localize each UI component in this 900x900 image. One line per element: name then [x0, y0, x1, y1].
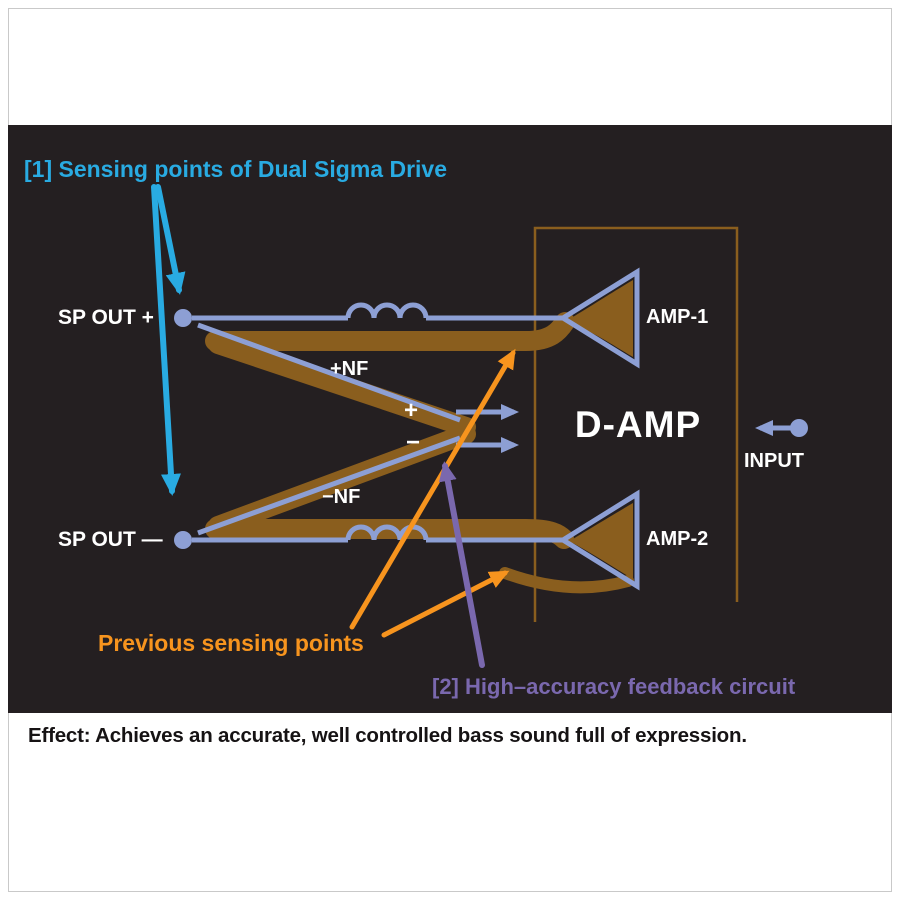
sensing-points-title: [1] Sensing points of Dual Sigma Drive	[24, 156, 448, 182]
minus-sign-label: −	[406, 429, 421, 456]
amp2-label: AMP-2	[646, 528, 709, 550]
input-dot	[790, 419, 808, 437]
amp1-label: AMP-1	[646, 306, 709, 328]
plus-sign-label: +	[404, 397, 419, 424]
d-amp-label: D-AMP	[574, 404, 702, 445]
inductor-coil-top	[345, 302, 429, 319]
previous-point-arrows	[349, 348, 516, 638]
sensing-arrow-top	[155, 184, 186, 295]
previous-bottom-band	[205, 519, 574, 549]
nf-plus-label: +NF	[330, 358, 369, 380]
nf-minus-label: −NF	[322, 486, 361, 508]
sp-out-minus-dot	[174, 531, 192, 549]
sp-out-minus-label: SP OUT —	[58, 528, 163, 551]
diagram-panel: [1] Sensing points of Dual Sigma Drive S…	[8, 125, 892, 713]
terminal-dots	[174, 309, 808, 549]
sensing-arrow-bottom	[151, 184, 181, 496]
amp1-output-swoosh	[567, 280, 633, 357]
previous-upper-diagonal	[208, 334, 476, 437]
feedback-circuit-box	[533, 226, 739, 622]
amp2-triangle	[558, 489, 640, 591]
previous-arrow-bottom	[381, 570, 510, 638]
feedback-circuit-label: [2] High–accuracy feedback circuit	[432, 674, 796, 699]
sensing-point-arrows	[151, 184, 186, 496]
previous-sensing-label: Previous sensing points	[98, 630, 364, 656]
effect-caption: Effect: Achieves an accurate, well contr…	[28, 724, 747, 747]
previous-top-band	[205, 312, 575, 351]
circuit-diagram	[151, 184, 808, 668]
nf-plus-wire	[197, 322, 461, 423]
input-label: INPUT	[744, 450, 804, 472]
amp2-output-swoosh	[567, 503, 633, 579]
sp-out-plus-label: SP OUT +	[58, 306, 154, 329]
previous-arrow-top	[349, 348, 516, 630]
nf-minus-wire	[197, 435, 461, 536]
feedback-arrow	[438, 461, 485, 668]
sp-out-plus-dot	[174, 309, 192, 327]
dual-sigma-wires	[192, 267, 640, 591]
amp1-triangle	[558, 267, 640, 369]
amp2-output-tail	[499, 567, 634, 594]
